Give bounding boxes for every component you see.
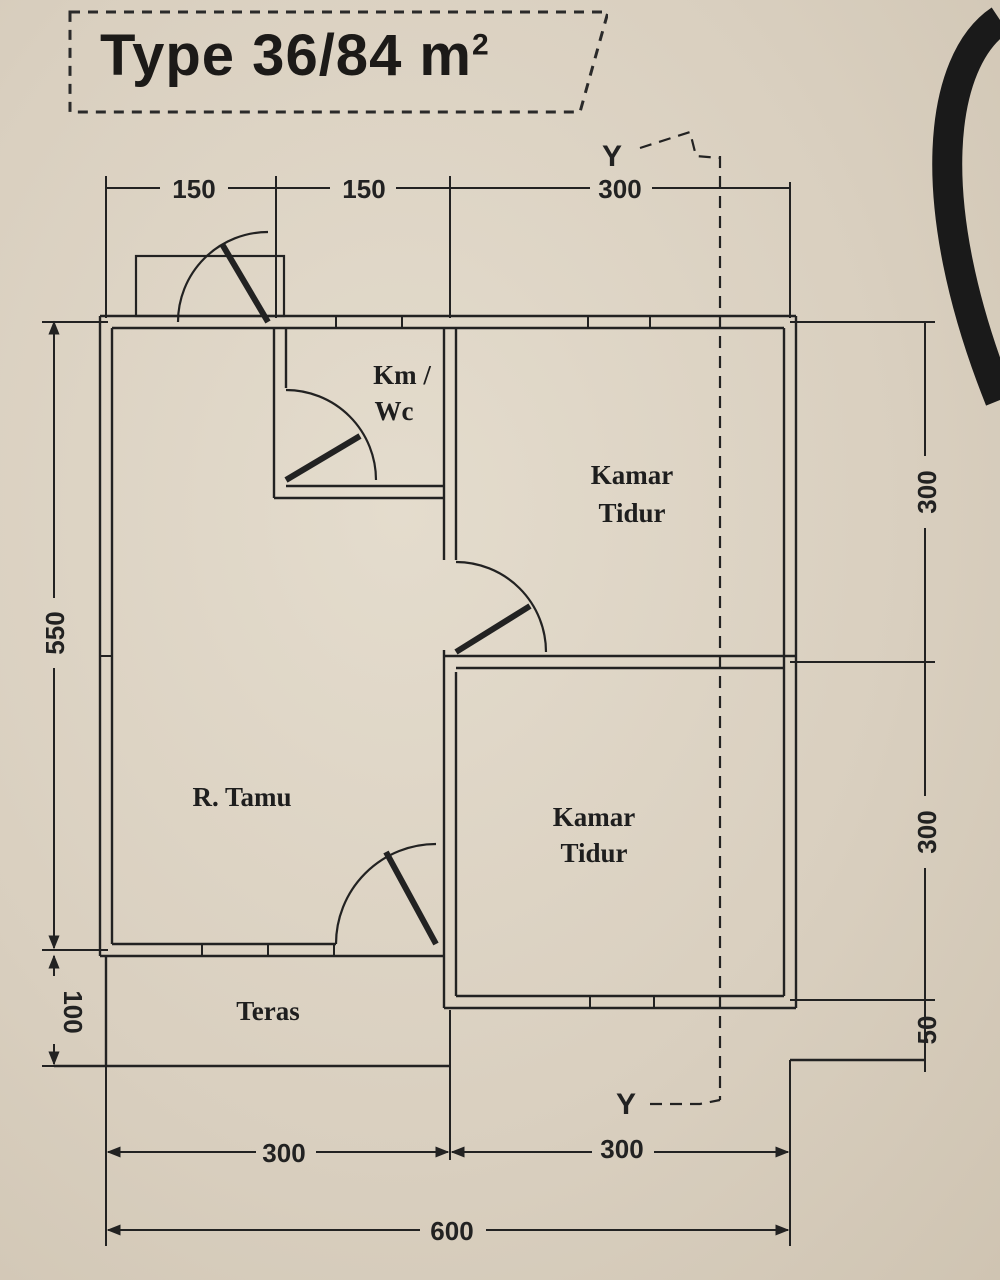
dim-right-1: 300 bbox=[912, 470, 942, 513]
section-mark-top: Y bbox=[602, 140, 622, 173]
room-bedroom-bottom-line2: Tidur bbox=[560, 838, 627, 868]
dim-left-2: 100 bbox=[58, 990, 88, 1033]
doors bbox=[134, 230, 548, 946]
room-kmwc-line1: Km / bbox=[373, 360, 431, 390]
dim-total: 600 bbox=[430, 1216, 473, 1246]
dim-left-1: 550 bbox=[40, 611, 70, 654]
exterior-walls bbox=[98, 314, 798, 1010]
room-kmwc-line2: Wc bbox=[375, 396, 414, 426]
right-dimension-line bbox=[790, 321, 935, 1072]
left-dimension-line bbox=[42, 320, 108, 1067]
dim-bottom-2: 300 bbox=[600, 1134, 643, 1164]
dim-top-1: 150 bbox=[172, 174, 215, 204]
plan-title-text: Type 36/84 m bbox=[100, 23, 473, 88]
bottom-dimension-line bbox=[105, 1000, 791, 1246]
top-dimension-line bbox=[105, 176, 791, 318]
plan-title: Type 36/84 m2 bbox=[100, 22, 490, 89]
room-bedroom-bottom-line1: Kamar bbox=[553, 802, 635, 832]
room-living: R. Tamu bbox=[192, 782, 291, 812]
dim-top-3: 300 bbox=[598, 174, 641, 204]
windows bbox=[100, 315, 655, 1009]
dim-bottom-1: 300 bbox=[262, 1138, 305, 1168]
section-mark-bottom: Y bbox=[616, 1088, 636, 1121]
room-bedroom-top-line1: Kamar bbox=[591, 460, 673, 490]
page-edge-arc bbox=[932, 7, 1000, 406]
dim-right-2: 300 bbox=[912, 810, 942, 853]
interior-walls bbox=[272, 328, 796, 1008]
room-bedroom-top-line2: Tidur bbox=[598, 498, 665, 528]
title-box: Type 36/84 m2 bbox=[68, 8, 608, 116]
room-terrace: Teras bbox=[236, 996, 300, 1026]
section-line bbox=[639, 130, 722, 1106]
dim-right-3: 50 bbox=[912, 1016, 942, 1045]
terrace-outline bbox=[54, 956, 925, 1068]
dim-top-2: 150 bbox=[342, 174, 385, 204]
plan-title-superscript: 2 bbox=[472, 28, 490, 62]
